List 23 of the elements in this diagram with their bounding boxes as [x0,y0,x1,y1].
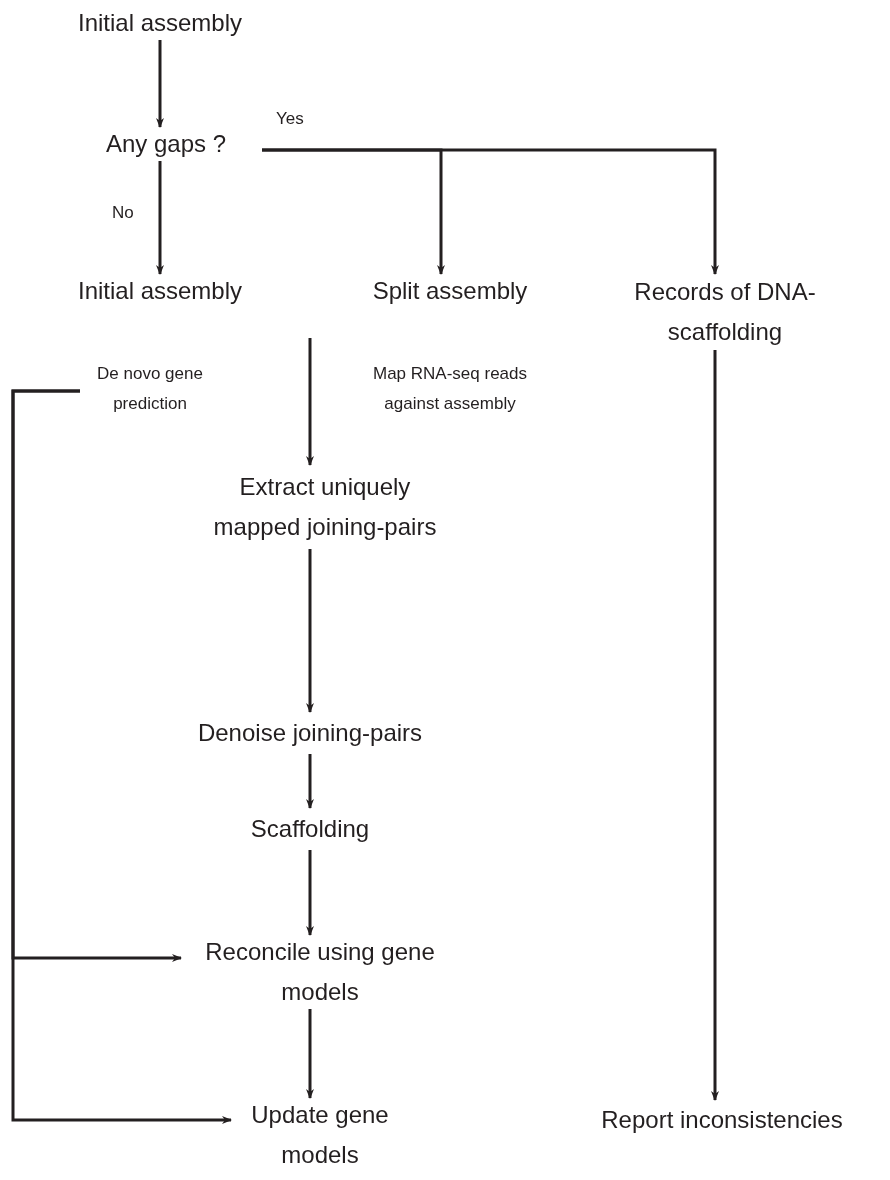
step-text: Denoise joining-pairs [197,718,423,748]
arrow [306,549,314,713]
arrow [306,850,314,936]
step-text: Update gene models [250,1100,390,1170]
arrow [306,1009,314,1099]
step-text: De novo gene prediction [96,363,204,415]
step-text: Records of DNA-scaffolding [633,277,817,347]
step-text: Scaffolding [250,814,370,844]
arrow [156,161,164,275]
step-text: Split assembly [372,276,528,306]
arrow [156,40,164,128]
step-text: Initial assembly [77,8,243,38]
step-text: Reconcile using gene models [204,937,436,1007]
step-text: Any gaps ? [105,129,227,159]
arrow [306,754,314,809]
arrow [11,389,232,1124]
step-text: Extract uniquely mapped joining-pairs [212,472,438,542]
note-text: Map RNA-seq reads against assembly [372,363,528,415]
arrow [711,350,719,1101]
arrow [262,148,719,275]
step-text: Initial assembly [77,276,243,306]
arrow [306,338,314,466]
step-text: Report inconsistencies [601,1105,843,1135]
